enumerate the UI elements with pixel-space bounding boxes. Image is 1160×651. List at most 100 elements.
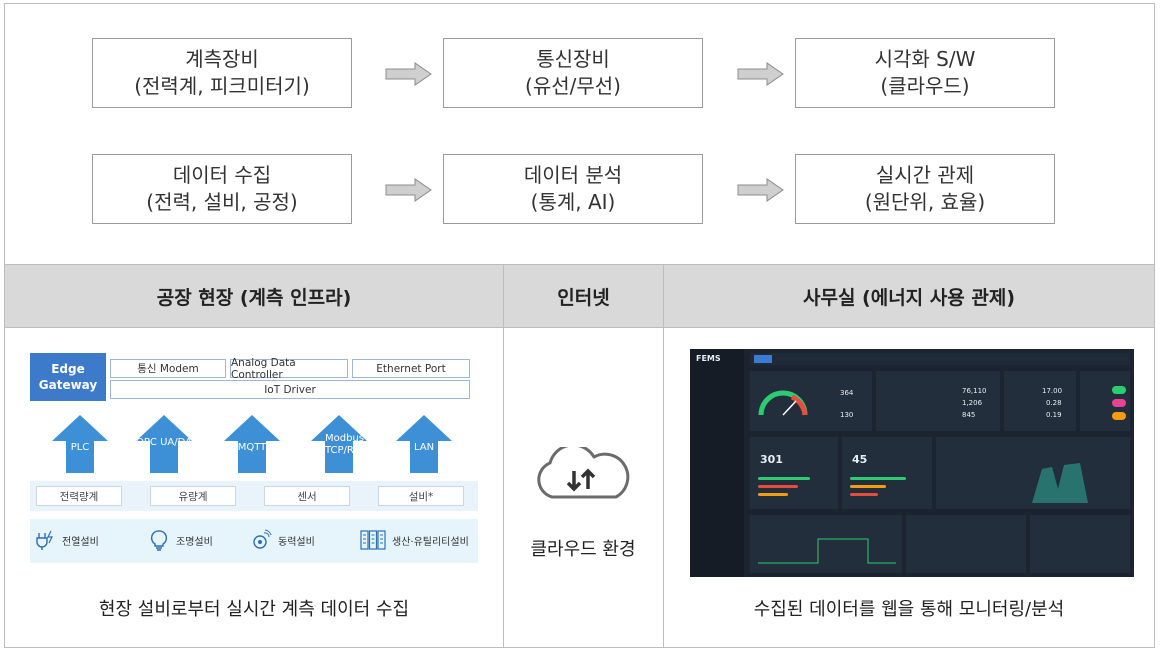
- column-header-internet: 인터넷: [504, 265, 663, 327]
- dashboard-sidebar: [690, 349, 744, 577]
- metric-bar: [850, 485, 886, 488]
- cloud-label: 클라우드 환경: [530, 539, 636, 560]
- motor-icon: [253, 529, 272, 549]
- flow-box-title: 시각화 S/W: [874, 47, 976, 71]
- ratio-panel: [1004, 371, 1076, 431]
- dashboard-tab: [754, 355, 772, 363]
- metric-bar: [758, 493, 788, 496]
- flow-box-comm-device: 통신장비 (유선/무선): [443, 38, 703, 108]
- protocol-arrow: OPC UA/DA: [136, 415, 192, 473]
- protocol-arrow: Modbus TCP/RTU: [311, 415, 367, 473]
- cloud-icon: [537, 447, 630, 499]
- metric-bar: [758, 485, 798, 488]
- column-divider: [503, 265, 504, 648]
- flow-box-title: 데이터 수집: [172, 163, 272, 187]
- edge-gateway: Edge Gateway: [30, 353, 106, 401]
- kpi-value: 301: [760, 453, 783, 466]
- factory-infra-diagram: Edge Gateway 통신 Modem Analog Data Contro…: [30, 353, 478, 581]
- flow-box-title: 실시간 관제: [875, 163, 975, 187]
- kpi-value: 0.19: [1046, 411, 1062, 419]
- meter-item: 전력량계: [36, 486, 122, 506]
- metric-panel: [842, 437, 932, 509]
- flow-box-subtitle: (전력, 설비, 공정): [146, 190, 298, 214]
- kpi-value: 17.00: [1042, 387, 1063, 395]
- log-panel: [1030, 515, 1130, 573]
- kpi-value: 0.28: [1046, 399, 1062, 407]
- flow-box-subtitle: (통계, AI): [530, 190, 616, 214]
- meter-item: 설비*: [378, 486, 464, 506]
- flow-box-subtitle: (전력계, 피크미터기): [134, 74, 310, 98]
- flow-box-visualization: 시각화 S/W (클라우드): [795, 38, 1055, 108]
- gauge-panel: [750, 371, 872, 431]
- equipment-label: 조명설비: [176, 536, 213, 548]
- equipment-lighting: 조명설비: [148, 529, 213, 551]
- kpi-value: 76,110: [962, 387, 987, 395]
- gateway-label: Gateway: [38, 378, 98, 392]
- column-divider: [663, 265, 664, 648]
- line-chart-icon: [758, 538, 896, 564]
- lightbulb-icon: [150, 530, 168, 551]
- arrow-right-icon: [737, 62, 784, 86]
- divider: [4, 264, 1155, 265]
- gateway-module: Analog Data Controller: [230, 357, 348, 381]
- flow-box-realtime-control: 실시간 관제 (원단위, 효율): [795, 154, 1055, 224]
- flow-box-subtitle: (유선/무선): [525, 74, 621, 98]
- flow-box-title: 데이터 분석: [523, 163, 623, 187]
- arrow-right-icon: [737, 178, 784, 202]
- equipment-label: 동력설비: [278, 536, 315, 548]
- flow-box-title: 통신장비: [536, 47, 610, 71]
- gauge-icon: [758, 390, 808, 416]
- meter-item: 유량계: [150, 486, 236, 506]
- flow-box-subtitle: (클라우드): [880, 74, 970, 98]
- column-header-factory: 공장 현장 (계측 인프라): [5, 265, 503, 327]
- area-chart-icon: [942, 463, 1126, 503]
- protocol-label: OPC UA/DA: [136, 437, 192, 448]
- equipment-label: 생산·유틸리티설비: [392, 536, 469, 548]
- gateway-label: Edge: [51, 362, 85, 376]
- flow-box-data-collection: 데이터 수집 (전력, 설비, 공정): [92, 154, 352, 224]
- dashboard-topbar: [750, 353, 1130, 365]
- arrow-right-icon: [385, 62, 432, 86]
- gateway-module: Ethernet Port: [352, 359, 470, 378]
- metric-bar: [758, 477, 810, 480]
- factory-caption: 현장 설비로부터 실시간 계측 데이터 수집: [98, 599, 410, 620]
- gateway-module: 통신 Modem: [110, 359, 226, 378]
- column-header-office: 사무실 (에너지 사용 관제): [664, 265, 1154, 327]
- flow-box-title: 계측장비: [185, 47, 259, 71]
- protocol-arrow: MQTT: [224, 415, 280, 473]
- iot-driver: IoT Driver: [110, 380, 470, 399]
- protocol-label: PLC: [70, 442, 90, 453]
- protocol-label: LAN: [413, 442, 435, 453]
- equipment-label: 전열설비: [62, 536, 99, 548]
- divider: [4, 327, 1155, 328]
- fems-dashboard: FEMS 364 130 76,110 1,206 845 17.00 0.28…: [690, 349, 1134, 577]
- status-badge: [1112, 399, 1126, 407]
- kpi-value: 45: [852, 453, 868, 466]
- plug-icon: [36, 530, 53, 550]
- metric-panel: [750, 437, 838, 509]
- kpi-value: 845: [962, 411, 976, 419]
- kpi-value: 1,206: [962, 399, 983, 407]
- flow-box-metering-device: 계측장비 (전력계, 피크미터기): [92, 38, 352, 108]
- status-badge: [1112, 386, 1126, 394]
- metric-bar: [850, 493, 878, 496]
- equipment-heating: 전열설비: [34, 529, 99, 551]
- factory-rack-icon: [360, 530, 386, 550]
- protocol-label: Modbus TCP/RTU: [325, 433, 367, 456]
- office-caption: 수집된 데이터를 웹을 통해 모니터링/분석: [753, 599, 1065, 620]
- protocol-label: MQTT: [237, 442, 267, 453]
- flow-box-subtitle: (원단위, 효율): [864, 190, 986, 214]
- equipment-production: 생산·유틸리티설비: [360, 529, 469, 551]
- kpi-value: 364: [840, 389, 854, 397]
- protocol-arrow: PLC: [52, 415, 108, 473]
- status-badge: [1112, 412, 1126, 420]
- table-panel: [906, 515, 1026, 573]
- equipment-power: 동력설비: [250, 529, 315, 551]
- arrow-right-icon: [385, 178, 432, 202]
- dashboard-brand: FEMS: [696, 354, 721, 363]
- protocol-arrow: LAN: [396, 415, 452, 473]
- trend-panel: [936, 437, 1130, 509]
- usage-panel: [876, 371, 1000, 431]
- meter-item: 센서: [264, 486, 350, 506]
- diagram-frame: [4, 3, 1155, 648]
